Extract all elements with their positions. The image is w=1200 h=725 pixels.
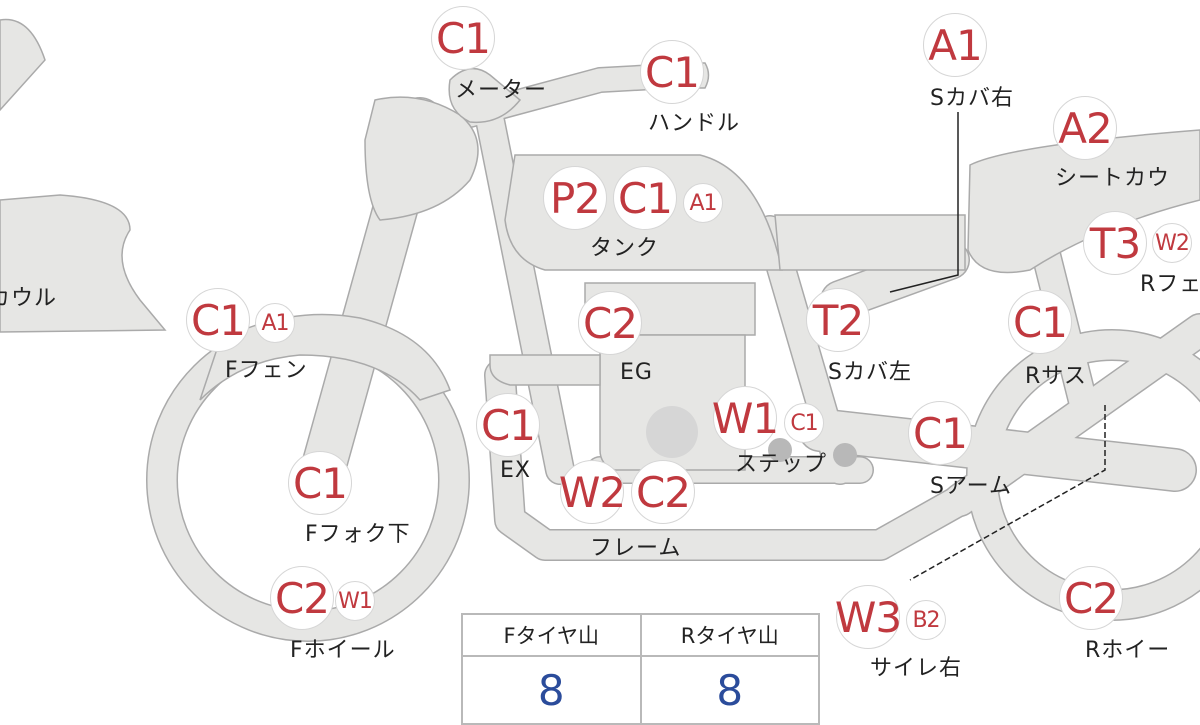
seat-cowl-condition-code: A2 (1053, 96, 1117, 160)
seat-cowl-shape (967, 129, 1200, 274)
rear-suspension-condition-code: C1 (1008, 290, 1072, 354)
front-tire-header: Fタイヤ山 (461, 613, 642, 657)
swing-arm-condition-code: C1 (908, 401, 972, 465)
tank-condition-code: A1 (683, 183, 723, 223)
rear-suspension-label: Rサス (1025, 364, 1087, 389)
engine-condition-code: C2 (578, 291, 642, 355)
rear-fender-condition-code: W2 (1152, 223, 1192, 263)
rear-fender-condition-code: T3 (1083, 211, 1147, 275)
side-cover-left-label: Sカバ左 (828, 360, 912, 385)
front-fender-condition-code: A1 (255, 303, 295, 343)
exhaust-pipe-shape (489, 354, 601, 386)
tire-tread-table: Fタイヤ山 Rタイヤ山 8 8 (461, 613, 820, 725)
headlight-shape (364, 96, 479, 221)
silencer-right-leader (909, 405, 1106, 581)
tank-condition-code: C1 (613, 166, 677, 230)
step-peg-shape (768, 438, 792, 462)
frame-condition-code: C2 (631, 460, 695, 524)
step-peg-shape-2 (833, 443, 857, 467)
step-condition-code: W1 (712, 386, 779, 450)
rear-fender-label: Rフェ (1140, 272, 1200, 297)
rear-wheel-condition-code: C2 (1059, 566, 1123, 630)
exhaust-condition-code: C1 (476, 393, 540, 457)
step-label: ステップ (735, 452, 828, 477)
front-wheel-condition-code: C2 (270, 566, 334, 630)
handle-condition-code: C1 (640, 40, 704, 104)
rear-tire-value: 8 (639, 655, 820, 725)
front-fork-lower-condition-code: C1 (288, 451, 352, 515)
cowl-top-shape (0, 18, 46, 112)
side-cover-left-condition-code: T2 (806, 288, 870, 352)
rear-tire-header: Rタイヤ山 (639, 613, 820, 657)
side-cover-right-leader (889, 112, 959, 293)
cowl-shape (0, 194, 167, 333)
cowl-label: カウル (0, 286, 58, 311)
meter-condition-code: C1 (431, 6, 495, 70)
front-wheel-condition-code: W1 (335, 581, 375, 621)
rear-wheel-label: Rホイー (1085, 638, 1171, 663)
meter-label: メーター (455, 78, 548, 103)
front-wheel-label: Fホイール (290, 638, 396, 663)
engine-case-shape (646, 406, 698, 458)
tank-label: タンク (590, 236, 660, 261)
silencer-right-label: サイレ右 (870, 656, 963, 681)
engine-label: EG (620, 360, 653, 385)
tank-condition-code: P2 (543, 166, 607, 230)
silencer-right-condition-code: B2 (906, 600, 946, 640)
exhaust-label: EX (500, 458, 531, 483)
swing-arm-label: Sアーム (930, 474, 1012, 499)
frame-label: フレーム (590, 536, 682, 561)
step-condition-code: C1 (784, 403, 824, 443)
seat-shape (774, 214, 966, 271)
front-tire-value: 8 (461, 655, 642, 725)
handle-label: ハンドル (648, 111, 741, 136)
side-cover-right-condition-code: A1 (923, 13, 987, 77)
front-fork-lower-label: Fフォク下 (305, 522, 411, 547)
front-fender-condition-code: C1 (186, 288, 250, 352)
seat-cowl-label: シートカウ (1055, 166, 1171, 191)
silencer-right-condition-code: W3 (835, 585, 902, 649)
side-cover-right-label: Sカバ右 (930, 86, 1014, 111)
frame-condition-code: W2 (559, 460, 626, 524)
front-fender-label: Fフェン (225, 358, 308, 383)
